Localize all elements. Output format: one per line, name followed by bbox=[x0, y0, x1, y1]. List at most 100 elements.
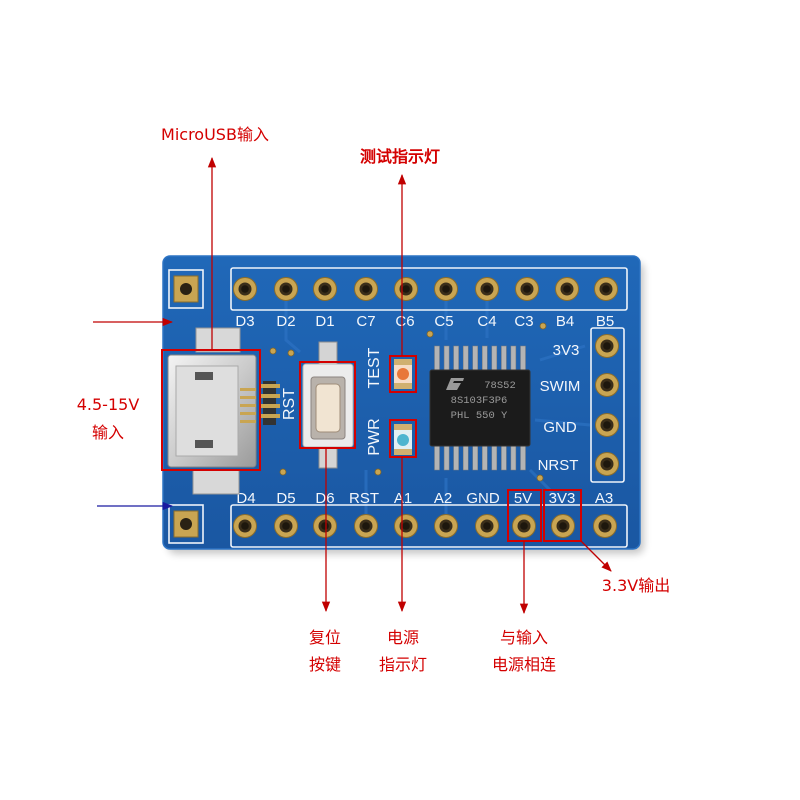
mcu-chip: 78S52 8S103F3P6 PHL 550 Y bbox=[429, 345, 531, 471]
pin-label: A2 bbox=[434, 490, 452, 507]
pin-label: 5V bbox=[514, 490, 532, 507]
3v3-arrow bbox=[580, 540, 612, 572]
pin-pad bbox=[512, 514, 536, 538]
resistor-pad bbox=[259, 414, 280, 418]
trace bbox=[534, 418, 591, 427]
pin-label: NRST bbox=[538, 457, 579, 474]
pin-pad bbox=[595, 334, 619, 358]
pin-pad bbox=[313, 277, 337, 301]
chip-leg bbox=[472, 345, 478, 373]
pin-label: A3 bbox=[595, 490, 613, 507]
trace bbox=[528, 468, 562, 502]
pin-pad bbox=[233, 514, 257, 538]
pin-label: C6 bbox=[395, 313, 414, 330]
5v-label-line2: 电源相连 bbox=[492, 655, 556, 674]
via bbox=[536, 474, 544, 482]
pin-pad bbox=[551, 514, 575, 538]
via bbox=[539, 322, 547, 330]
input-voltage-label: 4.5-15V bbox=[77, 395, 140, 414]
pin-label: C3 bbox=[514, 313, 533, 330]
corner-hole-top bbox=[180, 283, 192, 295]
reset-button bbox=[302, 341, 354, 469]
usb-slot-top bbox=[195, 372, 213, 380]
pin-pad bbox=[274, 277, 298, 301]
corner-hole-bottom bbox=[180, 518, 192, 530]
chip-leg bbox=[510, 443, 517, 471]
chip-leg bbox=[443, 443, 450, 471]
pin-pad bbox=[515, 277, 539, 301]
chip-leg bbox=[462, 345, 469, 373]
pin-pad bbox=[594, 277, 618, 301]
pin-label: GND bbox=[543, 419, 577, 436]
chip-marking-line1: 78S52 bbox=[484, 380, 516, 392]
test-led-highlight-box bbox=[389, 355, 417, 393]
pin-pad bbox=[595, 373, 619, 397]
usb-tab-top bbox=[195, 327, 241, 353]
chip-leg bbox=[510, 345, 517, 373]
button-lead-bottom bbox=[318, 445, 338, 469]
chip-leg bbox=[520, 345, 526, 373]
pin-label: D3 bbox=[235, 313, 254, 330]
usb-slot-bottom bbox=[195, 440, 213, 448]
pin-label: C7 bbox=[356, 313, 375, 330]
led-cap bbox=[394, 383, 412, 389]
pin-label: B5 bbox=[596, 313, 614, 330]
chip-leg bbox=[482, 345, 488, 373]
usb-tab-bottom bbox=[192, 469, 240, 495]
corner-pad-outline-top bbox=[168, 269, 204, 309]
power-led-label-line1: 电源 bbox=[387, 628, 419, 647]
chip-leg bbox=[453, 443, 459, 471]
reset-highlight-box bbox=[299, 361, 356, 449]
3v3-pin-highlight-box bbox=[543, 489, 582, 542]
trace bbox=[539, 344, 586, 362]
led-cap bbox=[394, 424, 412, 430]
pin-pad bbox=[354, 514, 378, 538]
via bbox=[426, 330, 434, 338]
microusb-input-label: MicroUSB输入 bbox=[161, 125, 269, 144]
chip-leg bbox=[462, 443, 469, 471]
pin-label: D5 bbox=[276, 490, 295, 507]
top-header-outline bbox=[230, 267, 628, 311]
pin-pad bbox=[595, 413, 619, 437]
chip-leg bbox=[501, 443, 507, 471]
resistor-pad bbox=[259, 404, 280, 408]
via bbox=[374, 468, 382, 476]
led-cap bbox=[394, 449, 412, 455]
usb-pin bbox=[240, 420, 256, 423]
pin-label: 3V3 bbox=[553, 342, 580, 359]
via bbox=[287, 349, 295, 357]
usb-highlight-box bbox=[161, 349, 261, 471]
micro-usb-connector bbox=[167, 327, 257, 495]
pin-label: B4 bbox=[556, 313, 574, 330]
pin-pad bbox=[233, 277, 257, 301]
pin-label: D2 bbox=[276, 313, 295, 330]
chip-leg bbox=[491, 345, 498, 373]
st-logo bbox=[446, 378, 464, 390]
chip-leg bbox=[472, 443, 478, 471]
usb-pins bbox=[240, 388, 256, 423]
resistor-pad bbox=[259, 394, 280, 398]
bottom-header-outline bbox=[230, 504, 628, 548]
pin-pad bbox=[274, 514, 298, 538]
button-cap bbox=[315, 383, 341, 433]
chip-leg bbox=[453, 345, 459, 373]
pin-label: 3V3 bbox=[549, 490, 576, 507]
chip-leg bbox=[491, 443, 498, 471]
pin-pad bbox=[595, 452, 619, 476]
input-label: 输入 bbox=[92, 423, 124, 442]
power-led-label-line2: 指示灯 bbox=[379, 655, 427, 674]
pin-pad bbox=[313, 514, 337, 538]
test-led bbox=[394, 359, 412, 389]
pin-pad bbox=[394, 514, 418, 538]
resistor-array bbox=[259, 381, 280, 425]
rst-label: RST bbox=[281, 388, 298, 420]
right-pin-labels: 3V3 SWIM GND NRST bbox=[538, 342, 581, 474]
led-core bbox=[397, 368, 409, 380]
pcb-traces bbox=[284, 300, 591, 515]
resistor-pad bbox=[259, 384, 280, 388]
chip-leg bbox=[443, 345, 450, 373]
via bbox=[269, 347, 277, 355]
pin-pad bbox=[434, 514, 458, 538]
usb-pin bbox=[240, 388, 256, 391]
